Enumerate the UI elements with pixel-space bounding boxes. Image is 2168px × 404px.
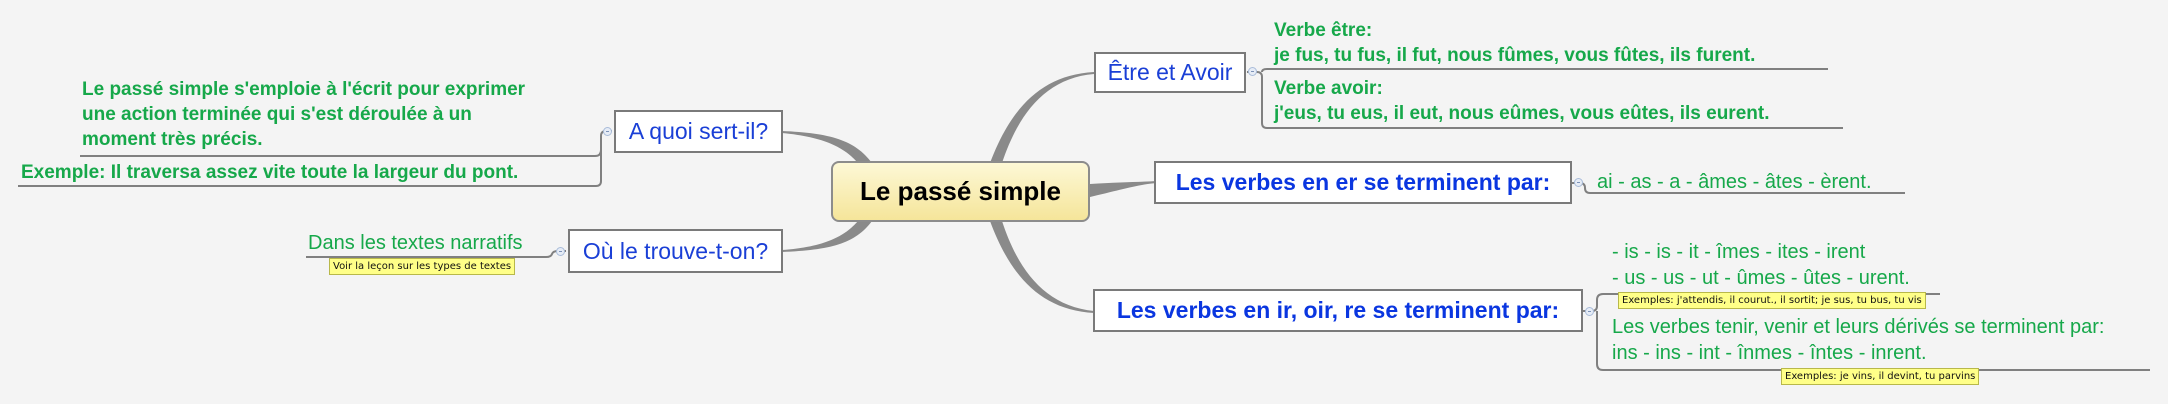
usage-example: Exemple: Il traversa assez vite toute la… xyxy=(21,162,519,183)
tenir-venir-endings: Les verbes tenir, venir et leurs dérivés… xyxy=(1612,314,2104,366)
avoir-conjugation: Verbe avoir: j'eus, tu eus, il eut, nous… xyxy=(1274,76,1769,126)
topic-er-verbs-label: Les verbes en er se terminent par: xyxy=(1175,169,1551,195)
topic-etre-avoir-label: Être et Avoir xyxy=(1107,59,1233,85)
etre-conjugation: Verbe être: je fus, tu fus, il fut, nous… xyxy=(1274,18,1755,68)
central-topic-label: Le passé simple xyxy=(860,176,1061,206)
collapse-toggle-er-verbs[interactable] xyxy=(1574,178,1583,187)
ir-verbs-examples-note[interactable]: Exemples: j'attendis, il courut., il sor… xyxy=(1618,292,1926,309)
etre-title: Verbe être: xyxy=(1274,20,1373,41)
central-topic[interactable]: Le passé simple xyxy=(831,161,1090,222)
usage-definition-line-2: une action terminée qui s'est déroulée à… xyxy=(82,104,472,125)
topic-ir-oir-re-verbs[interactable]: Les verbes en ir, oir, re se terminent p… xyxy=(1093,289,1583,332)
usage-definition: Le passé simple s'emploie à l'écrit pour… xyxy=(82,77,525,152)
tenir-venir-examples-note[interactable]: Exemples: je vins, il devint, tu parvins xyxy=(1781,368,1980,385)
er-verbs-endings: ai - as - a - âmes - âtes - èrent. xyxy=(1597,171,1872,193)
branch-er-verbs xyxy=(1090,181,1158,197)
topic-ir-oir-re-verbs-label: Les verbes en ir, oir, re se terminent p… xyxy=(1116,297,1560,323)
topic-where[interactable]: Où le trouve-t-on? xyxy=(568,229,783,273)
usage-definition-line-1: Le passé simple s'emploie à l'écrit pour… xyxy=(82,79,526,100)
etre-forms: je fus, tu fus, il fut, nous fûmes, vous… xyxy=(1274,45,1756,66)
tenir-venir-title: Les verbes tenir, venir et leurs dérivés… xyxy=(1612,316,2105,338)
where-note[interactable]: Voir la leçon sur les types de textes xyxy=(329,258,516,275)
usage-definition-line-3: moment très précis. xyxy=(82,129,263,150)
topic-etre-avoir[interactable]: Être et Avoir xyxy=(1094,52,1246,93)
ir-verbs-endings: - is - is - it - îmes - ites - irent - u… xyxy=(1612,239,1910,291)
collapse-toggle-usage[interactable] xyxy=(603,127,612,136)
branch-where xyxy=(782,221,872,252)
avoir-forms: j'eus, tu eus, il eut, nous eûmes, vous … xyxy=(1274,103,1770,124)
where-text: Dans les textes narratifs xyxy=(308,232,523,254)
tenir-venir-forms: ins - ins - int - înmes - întes - inrent… xyxy=(1612,342,1927,364)
endings-i: - is - is - it - îmes - ites - irent xyxy=(1612,241,1866,263)
branch-usage xyxy=(782,131,872,163)
collapse-toggle-ir-verbs[interactable] xyxy=(1585,307,1594,316)
collapse-toggle-etre-avoir[interactable] xyxy=(1248,67,1257,76)
topic-usage[interactable]: A quoi sert-il? xyxy=(614,110,783,153)
avoir-title: Verbe avoir: xyxy=(1274,78,1383,99)
endings-u: - us - us - ut - ûmes - ûtes - urent. xyxy=(1612,267,1910,289)
topic-er-verbs[interactable]: Les verbes en er se terminent par: xyxy=(1154,161,1572,204)
branch-etre-avoir xyxy=(990,72,1094,163)
topic-usage-label: A quoi sert-il? xyxy=(628,118,769,144)
branch-ir-verbs xyxy=(990,221,1094,313)
topic-where-label: Où le trouve-t-on? xyxy=(582,237,769,264)
collapse-toggle-where[interactable] xyxy=(556,247,565,256)
